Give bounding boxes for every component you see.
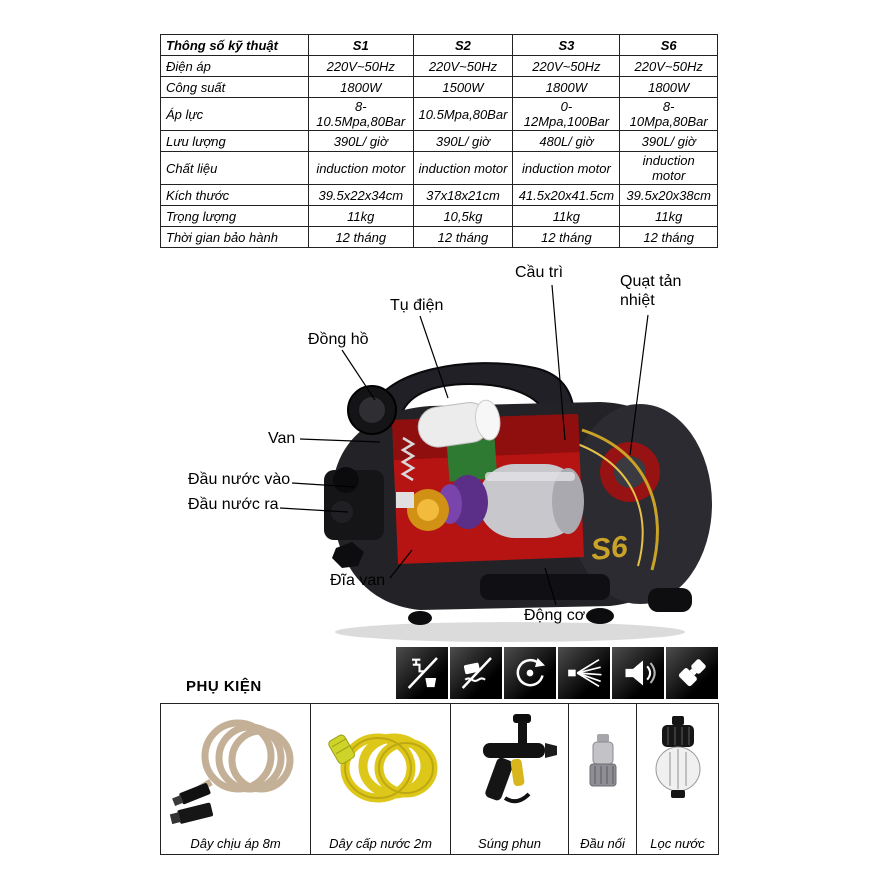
feature-icon-strip bbox=[396, 647, 718, 699]
water-hose-image bbox=[311, 704, 450, 832]
spec-value: induction motor bbox=[308, 151, 414, 185]
spec-value: induction motor bbox=[512, 151, 621, 185]
water-outlet bbox=[331, 501, 353, 523]
spec-col-header: S6 bbox=[619, 34, 718, 56]
spray-gun-image bbox=[451, 704, 568, 832]
spec-value: 1800W bbox=[308, 76, 414, 98]
spec-row-label: Điện áp bbox=[160, 55, 309, 77]
water-inlet bbox=[333, 467, 359, 493]
spec-row-label: Lưu lượng bbox=[160, 130, 309, 152]
spec-value: induction motor bbox=[619, 151, 718, 185]
spray-jet-icon bbox=[558, 647, 610, 699]
auto-rotate-icon bbox=[504, 647, 556, 699]
spec-value: 37x18x21cm bbox=[412, 184, 514, 206]
no-water-source-icon bbox=[396, 647, 448, 699]
label-cooling-fan: Quạt tản nhiệt bbox=[620, 273, 682, 310]
model-watermark: S6 bbox=[589, 530, 629, 567]
accessory-label: Súng phun bbox=[478, 836, 541, 851]
accessories-table: Dây chịu áp 8m bbox=[160, 703, 719, 855]
spec-value: 8-10Mpa,80Bar bbox=[619, 97, 718, 131]
label-valve: Van bbox=[268, 430, 296, 447]
spec-value: 220V~50Hz bbox=[412, 55, 514, 77]
spec-value: 12 tháng bbox=[412, 226, 514, 248]
spec-row-label: Công suất bbox=[160, 76, 309, 98]
label-fuse: Cầu trì bbox=[515, 264, 564, 281]
label-motor: Động cơ bbox=[524, 607, 586, 624]
spec-value: 390L/ giờ bbox=[412, 130, 514, 152]
spec-row-label: Áp lực bbox=[160, 97, 309, 131]
spec-corner-header: Thông số kỹ thuật bbox=[160, 34, 309, 56]
quick-connect-icon bbox=[666, 647, 718, 699]
spec-value: 220V~50Hz bbox=[512, 55, 621, 77]
accessories-title: PHỤ KIỆN bbox=[186, 678, 262, 695]
accessory-label: Dây cấp nước 2m bbox=[329, 836, 432, 851]
spec-value: 41.5x20x41.5cm bbox=[512, 184, 621, 206]
spec-value: 390L/ giờ bbox=[619, 130, 718, 152]
spec-value: 390L/ giờ bbox=[308, 130, 414, 152]
spec-value: 11kg bbox=[308, 205, 414, 227]
spec-row-label: Thời gian bảo hành bbox=[160, 226, 309, 248]
connector-image bbox=[569, 704, 636, 832]
spec-col-header: S2 bbox=[412, 34, 514, 56]
spec-value: 1500W bbox=[412, 76, 514, 98]
spec-value: 39.5x22x34cm bbox=[308, 184, 414, 206]
spec-value: 11kg bbox=[512, 205, 621, 227]
washer-cutaway-image: S6 bbox=[324, 362, 712, 642]
spec-value: 8-10.5Mpa,80Bar bbox=[308, 97, 414, 131]
accessory-label: Dây chịu áp 8m bbox=[190, 836, 281, 851]
accessory-label: Lọc nước bbox=[650, 836, 705, 851]
spec-value: 11kg bbox=[619, 205, 718, 227]
spec-value: 1800W bbox=[512, 76, 621, 98]
spec-value: 480L/ giờ bbox=[512, 130, 621, 152]
spec-value: 12 tháng bbox=[619, 226, 718, 248]
spec-value: induction motor bbox=[412, 151, 514, 185]
spec-value: 0-12Mpa,100Bar bbox=[512, 97, 621, 131]
spec-row-label: Trọng lượng bbox=[160, 205, 309, 227]
accessory-cell: Dây chịu áp 8m bbox=[160, 703, 311, 855]
label-gauge: Đồng hồ bbox=[308, 331, 369, 348]
spec-col-header: S1 bbox=[308, 34, 414, 56]
water-filter-image bbox=[637, 704, 718, 832]
spec-value: 12 tháng bbox=[308, 226, 414, 248]
spec-value: 10,5kg bbox=[412, 205, 514, 227]
accessory-label: Đầu nối bbox=[580, 836, 625, 851]
noise-icon bbox=[612, 647, 664, 699]
spec-row-label: Kích thước bbox=[160, 184, 309, 206]
spec-value: 1800W bbox=[619, 76, 718, 98]
accessory-cell: Lọc nước bbox=[636, 703, 719, 855]
label-water-inlet: Đầu nước vào bbox=[188, 471, 291, 488]
spec-value: 220V~50Hz bbox=[619, 55, 718, 77]
label-valve-disc: Đĩa van bbox=[330, 572, 386, 589]
label-water-outlet: Đầu nước ra bbox=[188, 496, 279, 513]
accessory-cell: Súng phun bbox=[450, 703, 569, 855]
spec-value: 12 tháng bbox=[512, 226, 621, 248]
accessory-cell: Đầu nối bbox=[568, 703, 637, 855]
spec-row-label: Chất liệu bbox=[160, 151, 309, 185]
valve-spring bbox=[400, 436, 416, 482]
accessory-cell: Dây cấp nước 2m bbox=[310, 703, 451, 855]
spec-col-header: S3 bbox=[512, 34, 621, 56]
pressure-hose-image bbox=[161, 704, 310, 832]
label-capacitor: Tụ điện bbox=[390, 297, 444, 314]
no-scrub-icon bbox=[450, 647, 502, 699]
spec-value: 10.5Mpa,80Bar bbox=[412, 97, 514, 131]
spec-value: 39.5x20x38cm bbox=[619, 184, 718, 206]
spec-value: 220V~50Hz bbox=[308, 55, 414, 77]
capacitor bbox=[417, 399, 501, 448]
